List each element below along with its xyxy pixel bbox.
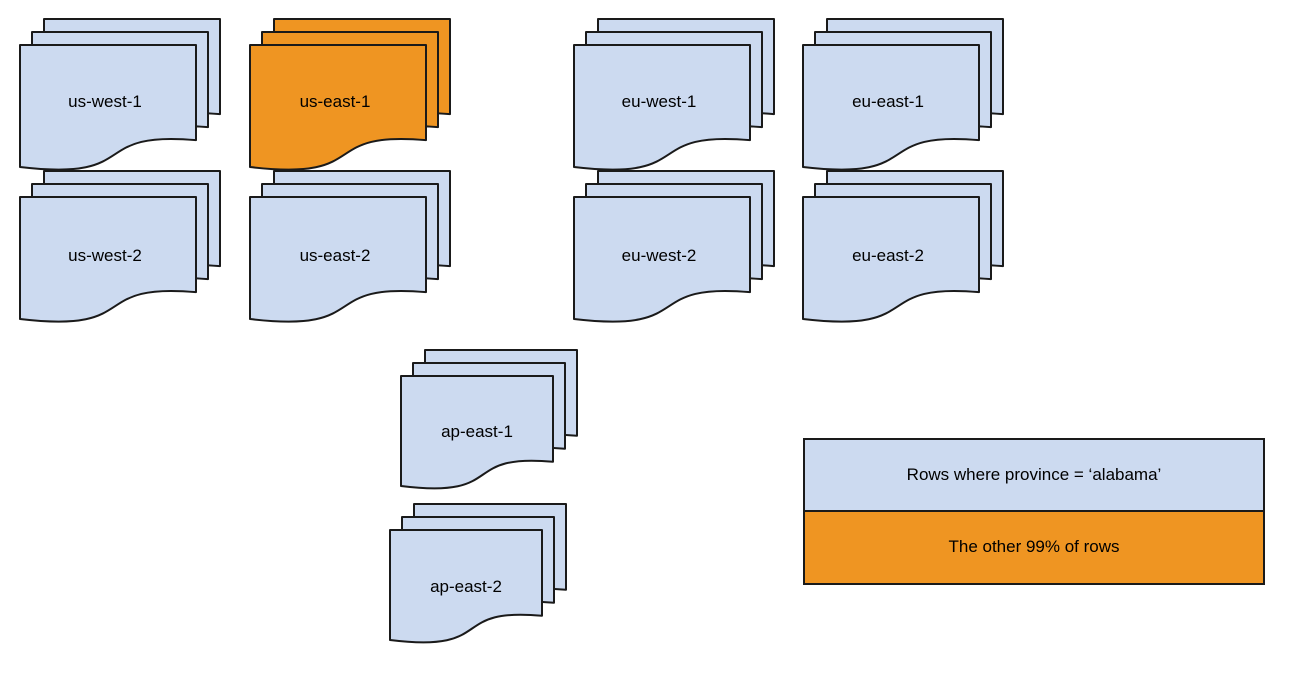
legend: Rows where province = ‘alabama’ The other… bbox=[803, 438, 1265, 585]
document-stack-us-east-2[interactable] bbox=[248, 169, 454, 325]
legend-row-legend-orange: The other 99% of rows bbox=[805, 511, 1263, 583]
document-stack-shape-eu-west-2 bbox=[573, 170, 775, 323]
document-stack-ap-east-1[interactable] bbox=[399, 348, 581, 492]
document-stack-eu-west-1[interactable] bbox=[572, 17, 778, 173]
document-stack-shape-eu-east-1 bbox=[802, 18, 1004, 171]
document-stack-shape-ap-east-1 bbox=[400, 349, 578, 490]
legend-row-legend-blue: Rows where province = ‘alabama’ bbox=[805, 440, 1263, 512]
document-sheet-us-west-2-3 bbox=[19, 196, 197, 323]
document-sheet-us-west-1-3 bbox=[19, 44, 197, 171]
document-sheet-eu-west-2-3 bbox=[573, 196, 751, 323]
document-stack-shape-us-west-2 bbox=[19, 170, 221, 323]
document-stack-ap-east-2[interactable] bbox=[388, 502, 570, 646]
document-stack-us-west-1[interactable] bbox=[18, 17, 224, 173]
document-stack-eu-west-2[interactable] bbox=[572, 169, 778, 325]
document-stack-shape-us-east-2 bbox=[249, 170, 451, 323]
document-stack-shape-eu-east-2 bbox=[802, 170, 1004, 323]
document-stack-us-west-2[interactable] bbox=[18, 169, 224, 325]
document-sheet-ap-east-1-3 bbox=[400, 375, 554, 490]
document-sheet-eu-east-1-3 bbox=[802, 44, 980, 171]
document-stack-eu-east-2[interactable] bbox=[801, 169, 1007, 325]
document-stack-eu-east-1[interactable] bbox=[801, 17, 1007, 173]
document-sheet-us-east-1-3 bbox=[249, 44, 427, 171]
document-sheet-us-east-2-3 bbox=[249, 196, 427, 323]
document-stack-us-east-1[interactable] bbox=[248, 17, 454, 173]
legend-label-legend-blue: Rows where province = ‘alabama’ bbox=[906, 464, 1162, 484]
document-stack-shape-us-west-1 bbox=[19, 18, 221, 171]
document-stack-shape-eu-west-1 bbox=[573, 18, 775, 171]
legend-label-legend-orange: The other 99% of rows bbox=[948, 537, 1120, 557]
document-sheet-eu-east-2-3 bbox=[802, 196, 980, 323]
document-sheet-eu-west-1-3 bbox=[573, 44, 751, 171]
document-stack-shape-ap-east-2 bbox=[389, 503, 567, 644]
document-stack-shape-us-east-1 bbox=[249, 18, 451, 171]
document-sheet-ap-east-2-3 bbox=[389, 529, 543, 644]
